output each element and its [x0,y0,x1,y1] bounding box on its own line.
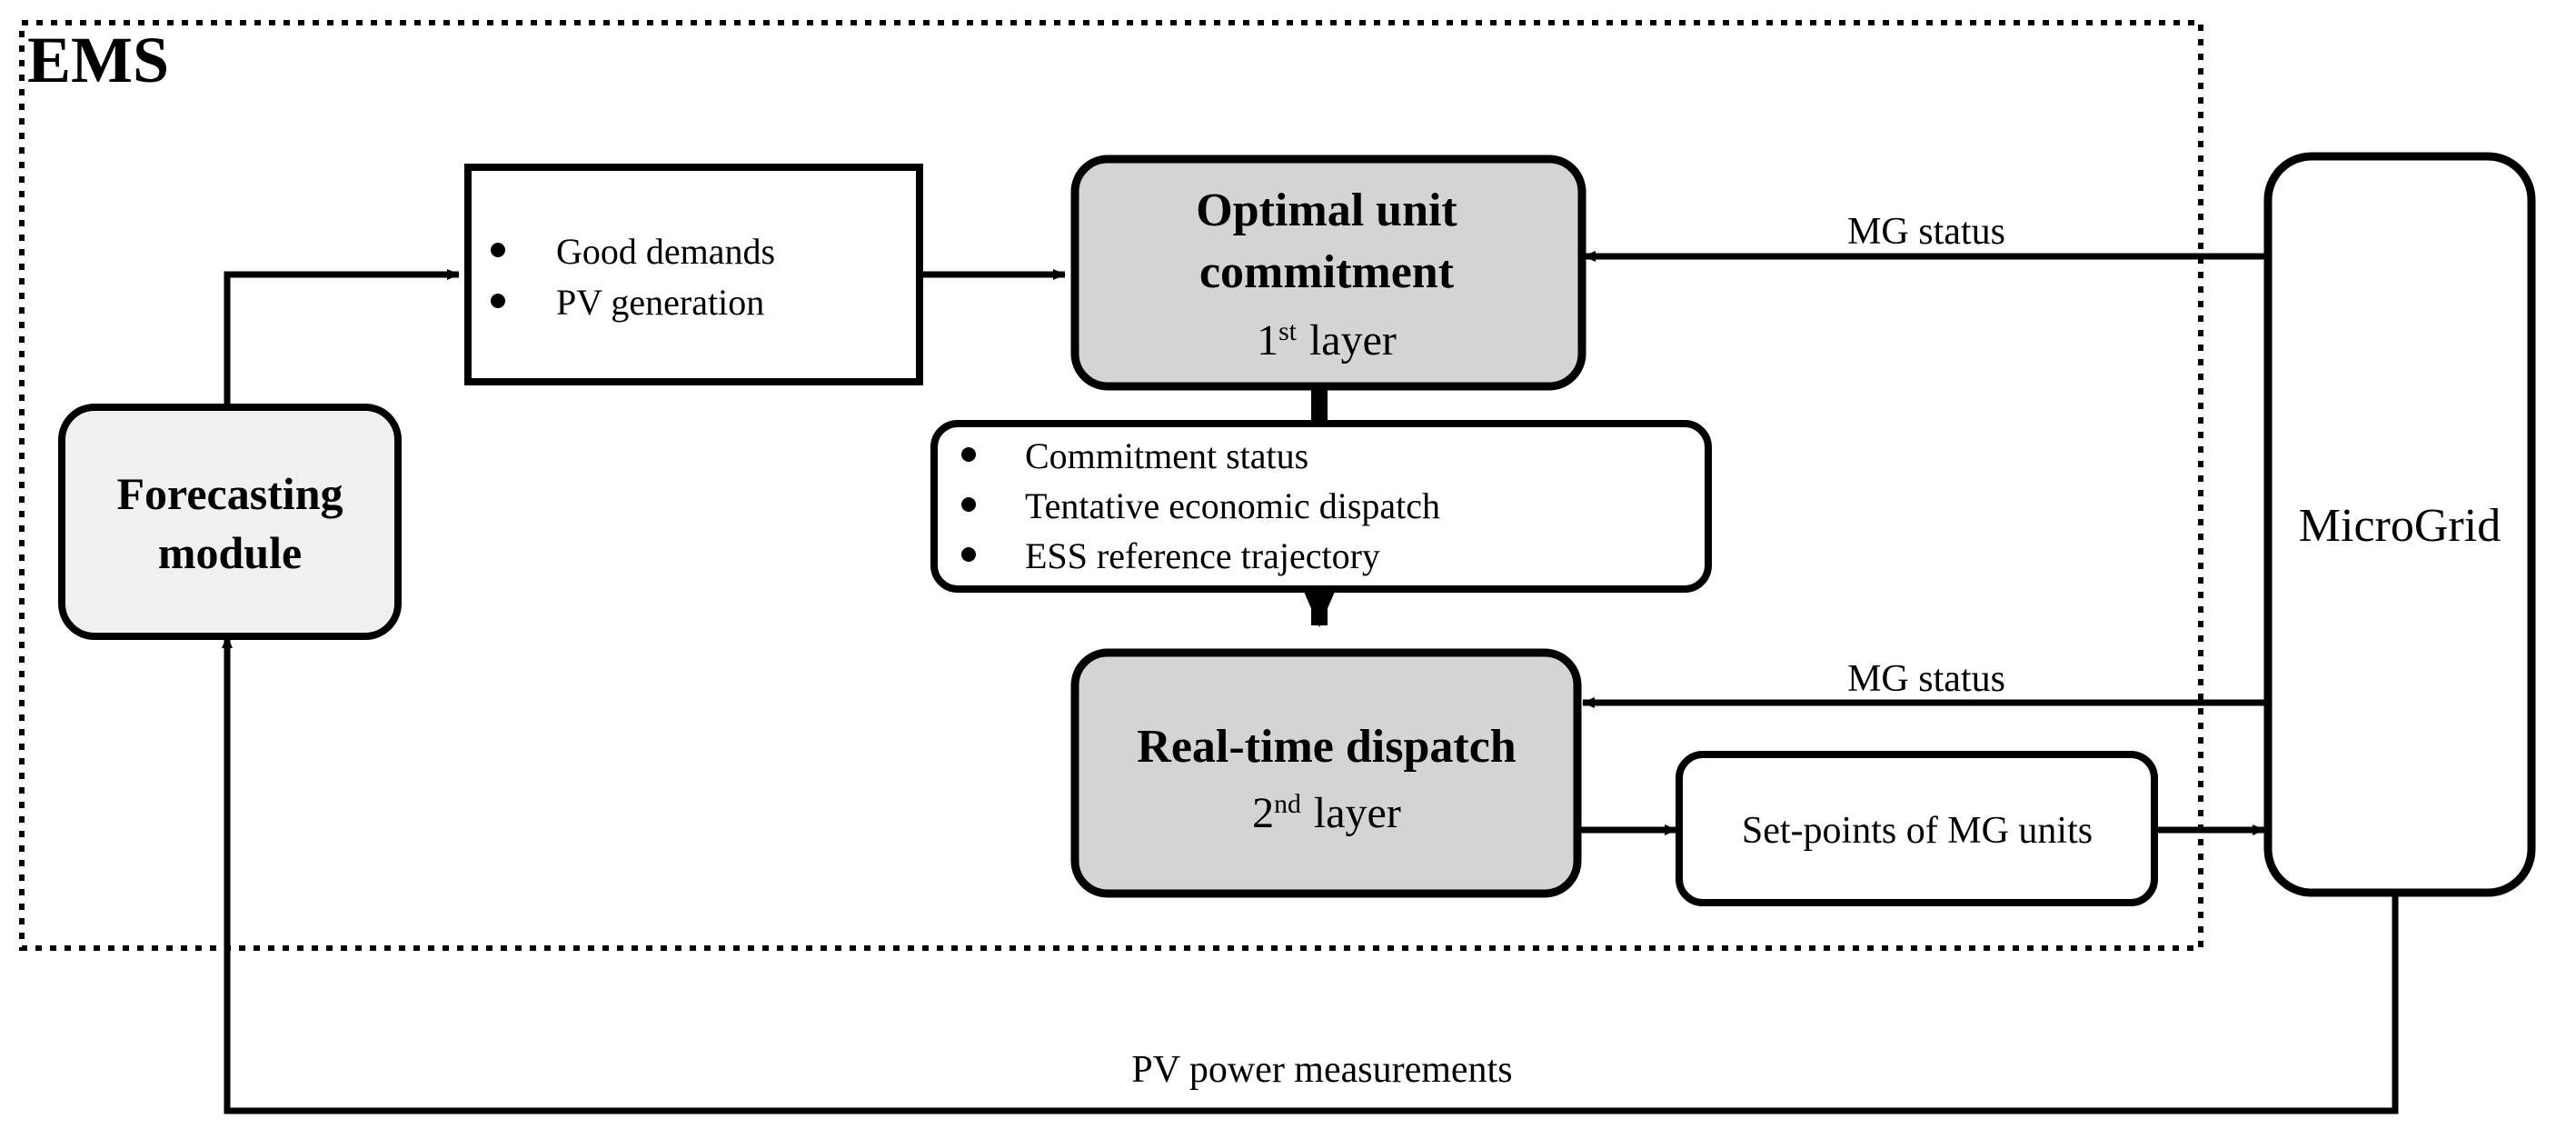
node-commitment-outputs[interactable]: Commitment status Tentative economic dis… [930,420,1712,593]
edge-label-pv-feedback: PV power measurements [1131,1049,1512,1091]
bullet-dot-icon [961,447,976,462]
inputs-bullet-0: Good demands [556,231,775,272]
uc-label-line1: Optimal unit [1196,185,1457,236]
edge-label-mg-status-top: MG status [1847,211,2005,253]
microgrid-label: MicroGrid [2299,500,2501,552]
ems-boundary [19,20,2203,951]
rtd-layer-number: 2 [1252,789,1274,837]
outputs-bullet-1: Tentative economic dispatch [1025,485,1440,526]
bullet-dot-icon [491,294,505,308]
uc-layer-word: layer [1309,316,1397,365]
node-setpoints[interactable]: Set-points of MG units [1676,751,2158,906]
bullet-dot-icon [961,547,976,562]
node-microgrid[interactable]: MicroGrid [2263,152,2536,897]
bullet-dot-icon [491,243,505,257]
ems-title: EMS [27,24,169,96]
rtd-layer-word: layer [1314,789,1401,837]
forecasting-label-line2: module [158,527,302,578]
edge-label-mg-status-bottom: MG status [1847,658,2005,700]
outputs-bullet-0: Commitment status [1025,435,1308,476]
rtd-layer-suffix: nd [1274,789,1301,819]
node-inputs-box[interactable]: Good demands PV generation [464,164,923,385]
outputs-bullet-2: ESS reference trajectory [1025,535,1380,576]
bullet-dot-icon [961,497,976,512]
inputs-bullet-1: PV generation [556,282,764,323]
node-forecasting-module[interactable]: Forecasting module [58,404,402,640]
uc-layer-number: 1 [1257,316,1278,365]
edge-pv-feedback [222,635,2399,1114]
setpoints-label: Set-points of MG units [1742,810,2093,852]
rtd-label-line1: Real-time dispatch [1137,721,1516,773]
forecasting-label-line1: Forecasting [116,468,343,519]
uc-label-line2: commitment [1199,246,1455,298]
edge-forecast-to-inputs [224,269,460,405]
uc-layer-suffix: st [1278,316,1298,346]
